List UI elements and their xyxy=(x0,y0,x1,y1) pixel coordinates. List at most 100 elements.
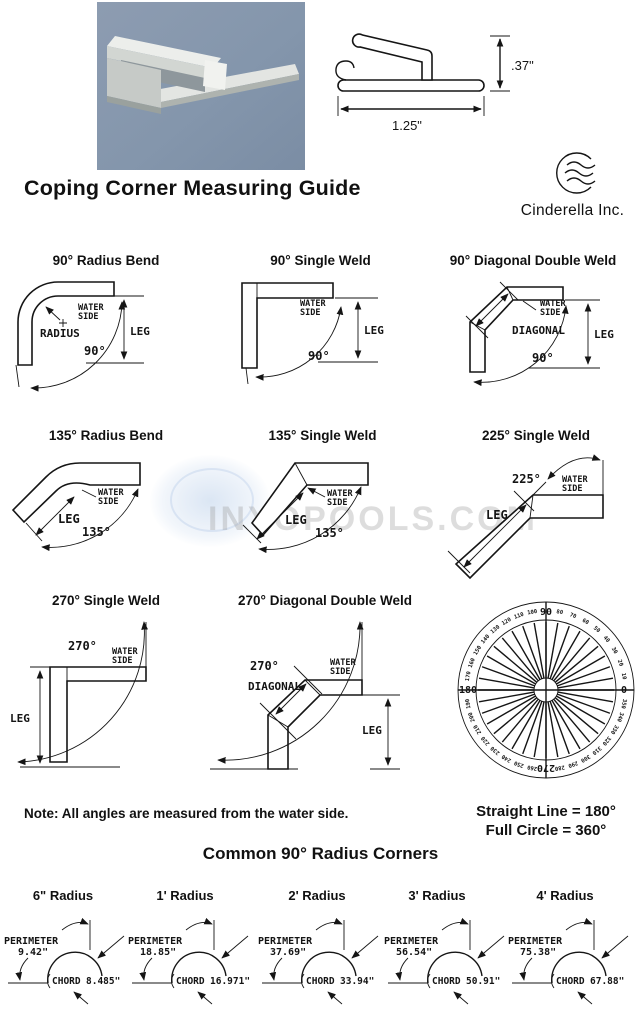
logo-circle xyxy=(556,152,592,194)
chord-line-lower xyxy=(327,991,343,1005)
coping-strip xyxy=(49,666,147,763)
chord-line-lower xyxy=(197,991,213,1005)
corner-arc xyxy=(47,951,103,984)
leg-label: LEG xyxy=(594,328,614,341)
protractor-tick-label: 220 xyxy=(480,735,491,746)
side-label: SIDE xyxy=(562,484,582,494)
water-label: WATER xyxy=(540,299,566,309)
diagram-art: WATER SIDE LEG 135° xyxy=(242,462,369,554)
coping-strip xyxy=(454,494,604,580)
perimeter-leader-top xyxy=(441,917,469,931)
corner-arc xyxy=(427,951,483,984)
protractor-tick-label: 50 xyxy=(592,625,601,634)
straight-line-caption: Straight Line = 180° xyxy=(476,803,616,820)
chord-line-upper xyxy=(221,935,249,959)
coping-strip xyxy=(17,281,115,366)
diagram-art: WATER SIDE LEG 90° xyxy=(241,282,384,385)
angle-label: 90° xyxy=(84,344,106,358)
protractor-major-label: 90 xyxy=(540,607,552,618)
chord-value: 8.485" xyxy=(86,976,120,987)
water-label: WATER xyxy=(562,475,588,485)
bottom-lip-edge xyxy=(107,96,161,114)
hook-lip xyxy=(203,60,227,90)
side-label: SIDE xyxy=(98,497,118,507)
diagram-90-single-weld: 90° Single Weld WATER SIDE LEG 90° xyxy=(218,253,423,407)
diagram-title: 270° Diagonal Double Weld xyxy=(238,593,412,608)
diagram-225-single-weld: 225° Single Weld 225° WATER SIDE LEG xyxy=(436,428,636,595)
edge-extension xyxy=(15,364,20,388)
diagram-title: 270° Single Weld xyxy=(52,593,160,608)
coping-profile-photo-art xyxy=(107,36,299,114)
chord-line-upper xyxy=(477,935,505,959)
chord-line-lower xyxy=(453,991,469,1005)
diagram-270-diagonal-double-weld: 270° Diagonal Double Weld DIAGONAL 270° … xyxy=(210,593,440,787)
chord-line-upper xyxy=(351,935,379,959)
protractor-tick-label: 140 xyxy=(480,634,491,645)
protractor-tick-label: 330 xyxy=(609,723,619,735)
blade-front-edge xyxy=(161,74,299,108)
diagram-title: 135° Radius Bend xyxy=(48,428,164,443)
protractor-tick-label: 230 xyxy=(490,745,501,756)
diagram-90-diagonal-double-weld: 90° Diagonal Double Weld DIAGONAL WATER … xyxy=(428,253,638,407)
angle-arc xyxy=(30,301,126,392)
angle-arc xyxy=(255,306,344,381)
protractor-major-label: 270 xyxy=(537,762,555,773)
radius-corner-drawing-6in: PERIMETER 9.42" CHORD 8.485" xyxy=(4,917,125,1005)
perimeter-leader-top xyxy=(565,917,593,931)
angle-label: 90° xyxy=(308,349,330,363)
protractor-major-label: 0 xyxy=(621,685,627,696)
chord-label: CHORD xyxy=(556,976,585,987)
radius-corner-drawing-4ft: PERIMETER 75.38" CHORD 67.88" xyxy=(508,917,629,1005)
water-leader xyxy=(307,487,326,498)
radius-item-title: 6" Radius xyxy=(32,888,94,903)
angle-arc xyxy=(17,621,148,766)
angle-label: 90° xyxy=(532,351,554,365)
chord-label: CHORD xyxy=(176,976,205,987)
perimeter-value: 18.85" xyxy=(140,947,176,958)
chord-value: 50.91" xyxy=(466,976,500,987)
leg-label: LEG xyxy=(364,324,384,337)
perimeter-value: 75.38" xyxy=(520,947,556,958)
water-leader xyxy=(522,300,537,311)
brand-name: Cinderella Inc. xyxy=(520,202,625,219)
perimeter-value: 56.54" xyxy=(396,947,432,958)
water-label: WATER xyxy=(300,299,326,309)
diagonal-label: DIAGONAL xyxy=(248,680,301,693)
side-label: SIDE xyxy=(540,308,560,318)
radius-label: RADIUS xyxy=(40,327,80,340)
coping-strip xyxy=(250,462,369,537)
leg-label: LEG xyxy=(285,513,307,527)
diagram-art: DIAGONAL 270° WATER SIDE LEG xyxy=(210,621,400,770)
angle-label: 270° xyxy=(68,639,97,653)
perimeter-value: 9.42" xyxy=(18,947,48,958)
diagram-title: 90° Single Weld xyxy=(270,253,371,268)
chord-line-upper xyxy=(97,935,125,959)
angle-arc xyxy=(41,488,139,552)
logo-wave-3 xyxy=(566,177,596,185)
diagram-art: WATER SIDE 270° LEG xyxy=(10,621,148,768)
watermark-swirl-ring xyxy=(170,468,254,532)
protractor-tick-label: 100 xyxy=(527,609,538,617)
radius-corner-drawing-2ft: PERIMETER 37.69" CHORD 33.94" xyxy=(258,917,379,1005)
protractor-tick-label: 10 xyxy=(620,673,627,681)
diagram-270-single-weld: 270° Single Weld WATER SIDE 270° LEG xyxy=(6,593,206,787)
angle-tick xyxy=(532,481,547,496)
chord-value: 67.88" xyxy=(590,976,624,987)
leg-tick xyxy=(25,522,43,542)
diagram-art: 225° WATER SIDE LEG xyxy=(447,454,604,580)
protractor-tick-label: 150 xyxy=(473,645,483,657)
protractor-dial: 1020304050607080100110120130140150160170… xyxy=(457,601,635,779)
leg-label: LEG xyxy=(10,712,30,725)
angle-arc xyxy=(258,486,362,554)
corner-arc xyxy=(301,951,357,984)
coping-strip xyxy=(11,462,141,524)
corner-arc xyxy=(171,951,227,984)
perimeter-leader-down xyxy=(15,957,29,981)
perimeter-label: PERIMETER xyxy=(258,936,313,947)
angle-arc xyxy=(217,621,364,764)
diagram-title: 225° Single Weld xyxy=(482,428,590,443)
weld-seam xyxy=(529,494,534,519)
radius-corner-drawing-3ft: PERIMETER 56.54" CHORD 50.91" xyxy=(384,917,505,1005)
protractor-tick-label: 80 xyxy=(556,609,564,616)
chord-label: CHORD xyxy=(432,976,461,987)
